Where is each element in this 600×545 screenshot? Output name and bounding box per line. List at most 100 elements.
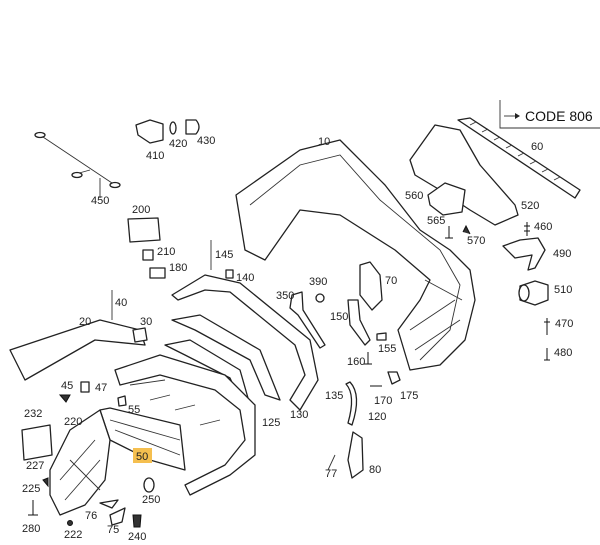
part-250-grommet bbox=[143, 477, 155, 493]
label-210[interactable]: 210 bbox=[157, 246, 175, 258]
label-470[interactable]: 470 bbox=[555, 318, 573, 330]
part-470-clip bbox=[544, 318, 550, 335]
connector-icon bbox=[34, 131, 46, 139]
arrow-head-icon bbox=[515, 113, 520, 119]
label-460[interactable]: 460 bbox=[534, 221, 552, 233]
part-460-clip bbox=[524, 222, 530, 236]
part-160-screw bbox=[364, 352, 372, 365]
label-40[interactable]: 40 bbox=[115, 297, 127, 309]
label-140[interactable]: 140 bbox=[236, 272, 254, 284]
part-75-bracket bbox=[109, 507, 126, 526]
label-76[interactable]: 76 bbox=[85, 510, 97, 522]
label-125[interactable]: 125 bbox=[262, 417, 280, 429]
part-55-clip bbox=[117, 395, 127, 407]
label-520[interactable]: 520 bbox=[521, 200, 539, 212]
code-note-bracket bbox=[499, 100, 600, 129]
part-140-clip bbox=[225, 269, 234, 279]
part-45-clip bbox=[58, 394, 71, 403]
label-490[interactable]: 490 bbox=[553, 248, 571, 260]
label-30[interactable]: 30 bbox=[140, 316, 152, 328]
label-200[interactable]: 200 bbox=[132, 204, 150, 216]
label-280[interactable]: 280 bbox=[22, 523, 40, 535]
part-200-flap bbox=[127, 217, 161, 243]
part-565-screw bbox=[445, 226, 453, 239]
part-232-plate bbox=[21, 424, 53, 461]
part-430-holder bbox=[185, 119, 200, 135]
label-45[interactable]: 45 bbox=[61, 380, 73, 392]
part-480-screw bbox=[544, 348, 550, 361]
label-135[interactable]: 135 bbox=[325, 390, 343, 402]
label-77[interactable]: 77 bbox=[325, 468, 337, 480]
label-170[interactable]: 170 bbox=[374, 395, 392, 407]
label-120[interactable]: 120 bbox=[368, 411, 386, 423]
part-225-clip bbox=[42, 477, 49, 488]
part-10-detail bbox=[249, 154, 461, 361]
label-75[interactable]: 75 bbox=[107, 524, 119, 536]
part-60-slats bbox=[469, 121, 561, 181]
label-220[interactable]: 220 bbox=[64, 416, 82, 428]
part-30-clip bbox=[132, 327, 148, 343]
label-350[interactable]: 350 bbox=[276, 290, 294, 302]
label-480[interactable]: 480 bbox=[554, 347, 572, 359]
part-150-bracket bbox=[347, 299, 371, 346]
part-350-bracket bbox=[289, 291, 326, 349]
connector-icon bbox=[109, 181, 121, 189]
label-390[interactable]: 390 bbox=[309, 276, 327, 288]
label-160[interactable]: 160 bbox=[347, 356, 365, 368]
part-130-trim bbox=[171, 274, 319, 411]
label-240[interactable]: 240 bbox=[128, 531, 146, 543]
label-55[interactable]: 55 bbox=[128, 404, 140, 416]
label-155[interactable]: 155 bbox=[378, 343, 396, 355]
part-70-bracket bbox=[359, 261, 383, 311]
label-50[interactable]: 50 bbox=[136, 451, 148, 463]
label-450[interactable]: 450 bbox=[91, 195, 109, 207]
part-510-ring bbox=[518, 284, 530, 302]
label-410[interactable]: 410 bbox=[146, 150, 164, 162]
part-77-clip bbox=[327, 454, 336, 471]
label-570[interactable]: 570 bbox=[467, 235, 485, 247]
part-280-screw bbox=[28, 500, 38, 516]
part-80-bracket bbox=[347, 431, 364, 479]
part-220-ribs bbox=[59, 439, 101, 501]
part-410-sensor bbox=[135, 119, 164, 144]
code-note: CODE 806 bbox=[499, 100, 600, 129]
label-10[interactable]: 10 bbox=[318, 136, 330, 148]
part-570-clip bbox=[462, 224, 471, 235]
label-250[interactable]: 250 bbox=[142, 494, 160, 506]
label-60[interactable]: 60 bbox=[531, 141, 543, 153]
part-135-120-trim bbox=[345, 381, 358, 426]
part-210-clip bbox=[142, 249, 154, 261]
part-155-clip bbox=[376, 332, 387, 341]
part-10-ribs bbox=[409, 279, 463, 351]
label-560[interactable]: 560 bbox=[405, 190, 423, 202]
label-232[interactable]: 232 bbox=[24, 408, 42, 420]
label-150[interactable]: 150 bbox=[330, 311, 348, 323]
part-labels: 10 60 410 420 430 450 200 210 180 145 14… bbox=[22, 135, 573, 543]
part-520-panel bbox=[409, 124, 519, 226]
part-390-nut bbox=[315, 293, 325, 303]
label-565[interactable]: 565 bbox=[427, 215, 445, 227]
part-125-ribs bbox=[129, 379, 221, 426]
label-70[interactable]: 70 bbox=[385, 275, 397, 287]
label-130[interactable]: 130 bbox=[290, 409, 308, 421]
part-220-bracket bbox=[49, 409, 111, 516]
part-60-grille bbox=[457, 117, 581, 199]
label-175[interactable]: 175 bbox=[400, 390, 418, 402]
label-180[interactable]: 180 bbox=[169, 262, 187, 274]
part-76-clip bbox=[99, 499, 119, 509]
part-50-ribs bbox=[109, 419, 181, 456]
highlight-part-50 bbox=[133, 448, 152, 463]
label-420[interactable]: 420 bbox=[169, 138, 187, 150]
label-47[interactable]: 47 bbox=[95, 382, 107, 394]
label-145[interactable]: 145 bbox=[215, 249, 233, 261]
part-560-bracket bbox=[427, 182, 466, 216]
label-80[interactable]: 80 bbox=[369, 464, 381, 476]
label-222[interactable]: 222 bbox=[64, 529, 82, 541]
label-430[interactable]: 430 bbox=[197, 135, 215, 147]
label-225[interactable]: 225 bbox=[22, 483, 40, 495]
label-510[interactable]: 510 bbox=[554, 284, 572, 296]
label-20[interactable]: 20 bbox=[79, 316, 91, 328]
label-227[interactable]: 227 bbox=[26, 460, 44, 472]
